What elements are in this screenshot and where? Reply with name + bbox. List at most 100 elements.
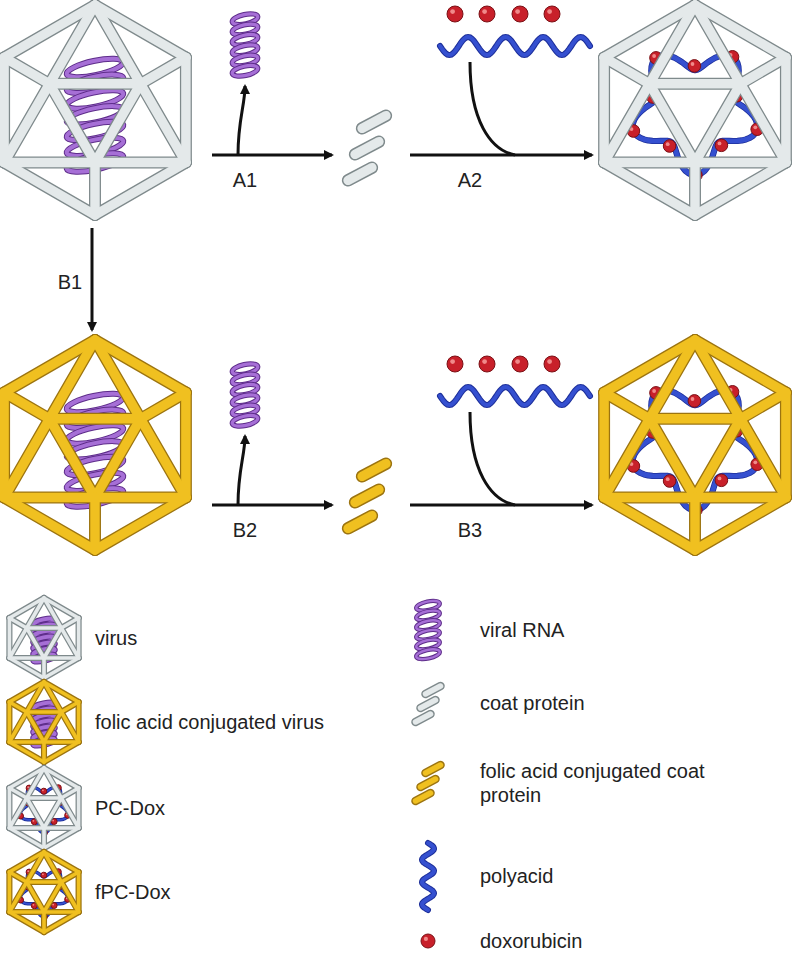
capsid-edge	[650, 414, 741, 423]
capsid-edge	[61, 618, 78, 628]
capsid-edge	[4, 58, 49, 84]
capsid-edge	[741, 84, 786, 163]
capsid-edge	[741, 419, 786, 498]
capsid-edge	[50, 5, 96, 84]
capsid-edge	[650, 413, 741, 425]
viral-rna-coil	[231, 63, 258, 78]
capsid-edge	[604, 58, 649, 84]
capsid-edge	[9, 702, 26, 712]
capsid-edge	[77, 788, 81, 828]
doxorubicin-highlight	[27, 870, 29, 872]
capsid-edge	[9, 910, 44, 914]
polyacid-strand	[422, 843, 434, 910]
capsid-edge	[604, 492, 695, 504]
capsid-edge	[89, 498, 101, 551]
capsid-edge	[604, 393, 649, 419]
capsid-edge	[44, 628, 61, 658]
capsid-edge	[44, 852, 61, 882]
capsid-edge	[141, 84, 186, 163]
doxorubicin-highlight	[652, 54, 656, 58]
capsid-edge	[4, 493, 95, 502]
capsid-edge	[27, 882, 44, 912]
coat-protein	[348, 482, 387, 510]
capsid-edge	[44, 658, 79, 678]
capsid-edge	[9, 828, 44, 848]
capsid-edge	[8, 872, 12, 912]
coat-protein	[421, 681, 445, 698]
doxorubicin-highlight	[652, 389, 656, 393]
capsid-edge	[9, 788, 26, 798]
capsid-edge	[741, 58, 786, 84]
doxorubicin-dot	[447, 6, 463, 22]
capsid-edge	[9, 798, 26, 828]
reaction-arrow	[212, 504, 332, 507]
capsid-edge	[9, 658, 44, 678]
capsid-edge	[141, 393, 186, 419]
capsid-edge	[61, 872, 78, 882]
capsid-edge	[27, 709, 62, 715]
reaction-curve	[470, 412, 515, 505]
capsid-edge	[181, 393, 190, 498]
coat-protein	[416, 695, 440, 712]
doxorubicin-highlight	[52, 820, 54, 822]
legend-text: fPC-Dox	[95, 880, 385, 904]
capsid-edge	[42, 912, 46, 932]
doxorubicin-highlight	[33, 904, 35, 906]
capsid-edge	[650, 84, 696, 163]
capsid-edge	[695, 498, 786, 551]
capsid-edge	[604, 157, 695, 169]
capsid-edge	[27, 710, 62, 714]
capsid-edge	[604, 84, 649, 163]
capsid-edge	[44, 712, 61, 742]
reaction-arrow	[91, 228, 94, 330]
capsid-edge	[44, 910, 79, 914]
viral-rna-coil	[231, 413, 258, 428]
capsid-edge	[27, 882, 44, 912]
polyacid-strand	[422, 843, 434, 910]
capsid-edge	[42, 658, 46, 678]
capsid-edge	[604, 393, 649, 419]
capsid-edge	[741, 58, 786, 84]
capsid-edge	[695, 498, 786, 551]
doxorubicin-highlight	[482, 359, 487, 364]
doxorubicin-dot	[447, 356, 463, 372]
capsid-edge	[95, 493, 186, 502]
doxorubicin-dot	[41, 872, 47, 878]
doxorubicin-highlight	[753, 460, 757, 464]
capsid-edge	[9, 828, 44, 848]
capsid-edge	[95, 498, 186, 551]
capsid-edge	[44, 598, 61, 628]
capsid-edge	[44, 740, 79, 744]
capsid-edge	[44, 882, 61, 912]
capsid-edge	[61, 798, 78, 828]
capsid-edge	[61, 628, 78, 658]
capsid-edge	[650, 5, 696, 84]
capsid-edge	[27, 628, 44, 658]
capsid-edge	[44, 742, 79, 762]
capsid-edge	[27, 598, 44, 628]
step-label: B3	[458, 518, 482, 542]
doxorubicin-highlight	[547, 9, 552, 14]
capsid-edge	[141, 419, 186, 498]
doxorubicin-highlight	[718, 477, 722, 481]
capsid-edge	[44, 828, 79, 848]
capsid-edge	[689, 498, 701, 551]
capsid-edge	[50, 419, 96, 498]
capsid-edge	[695, 340, 741, 419]
capsid-edge	[9, 656, 44, 660]
capsid-edge	[61, 882, 78, 912]
capsid-edge	[8, 788, 12, 828]
capsid-edge	[781, 58, 790, 163]
capsid-edge	[604, 84, 649, 163]
capsid-edge	[44, 628, 61, 658]
capsid-edge	[27, 712, 44, 742]
capsid-edge	[50, 84, 96, 163]
capsid-edge	[9, 826, 44, 830]
capsid-edge	[604, 163, 695, 216]
capsid-edge	[650, 84, 696, 163]
capsid-edge	[695, 5, 741, 84]
coat-protein	[411, 788, 435, 805]
doxorubicin-highlight	[482, 9, 487, 14]
step-label: A1	[233, 168, 257, 192]
capsid-edge	[0, 58, 9, 163]
